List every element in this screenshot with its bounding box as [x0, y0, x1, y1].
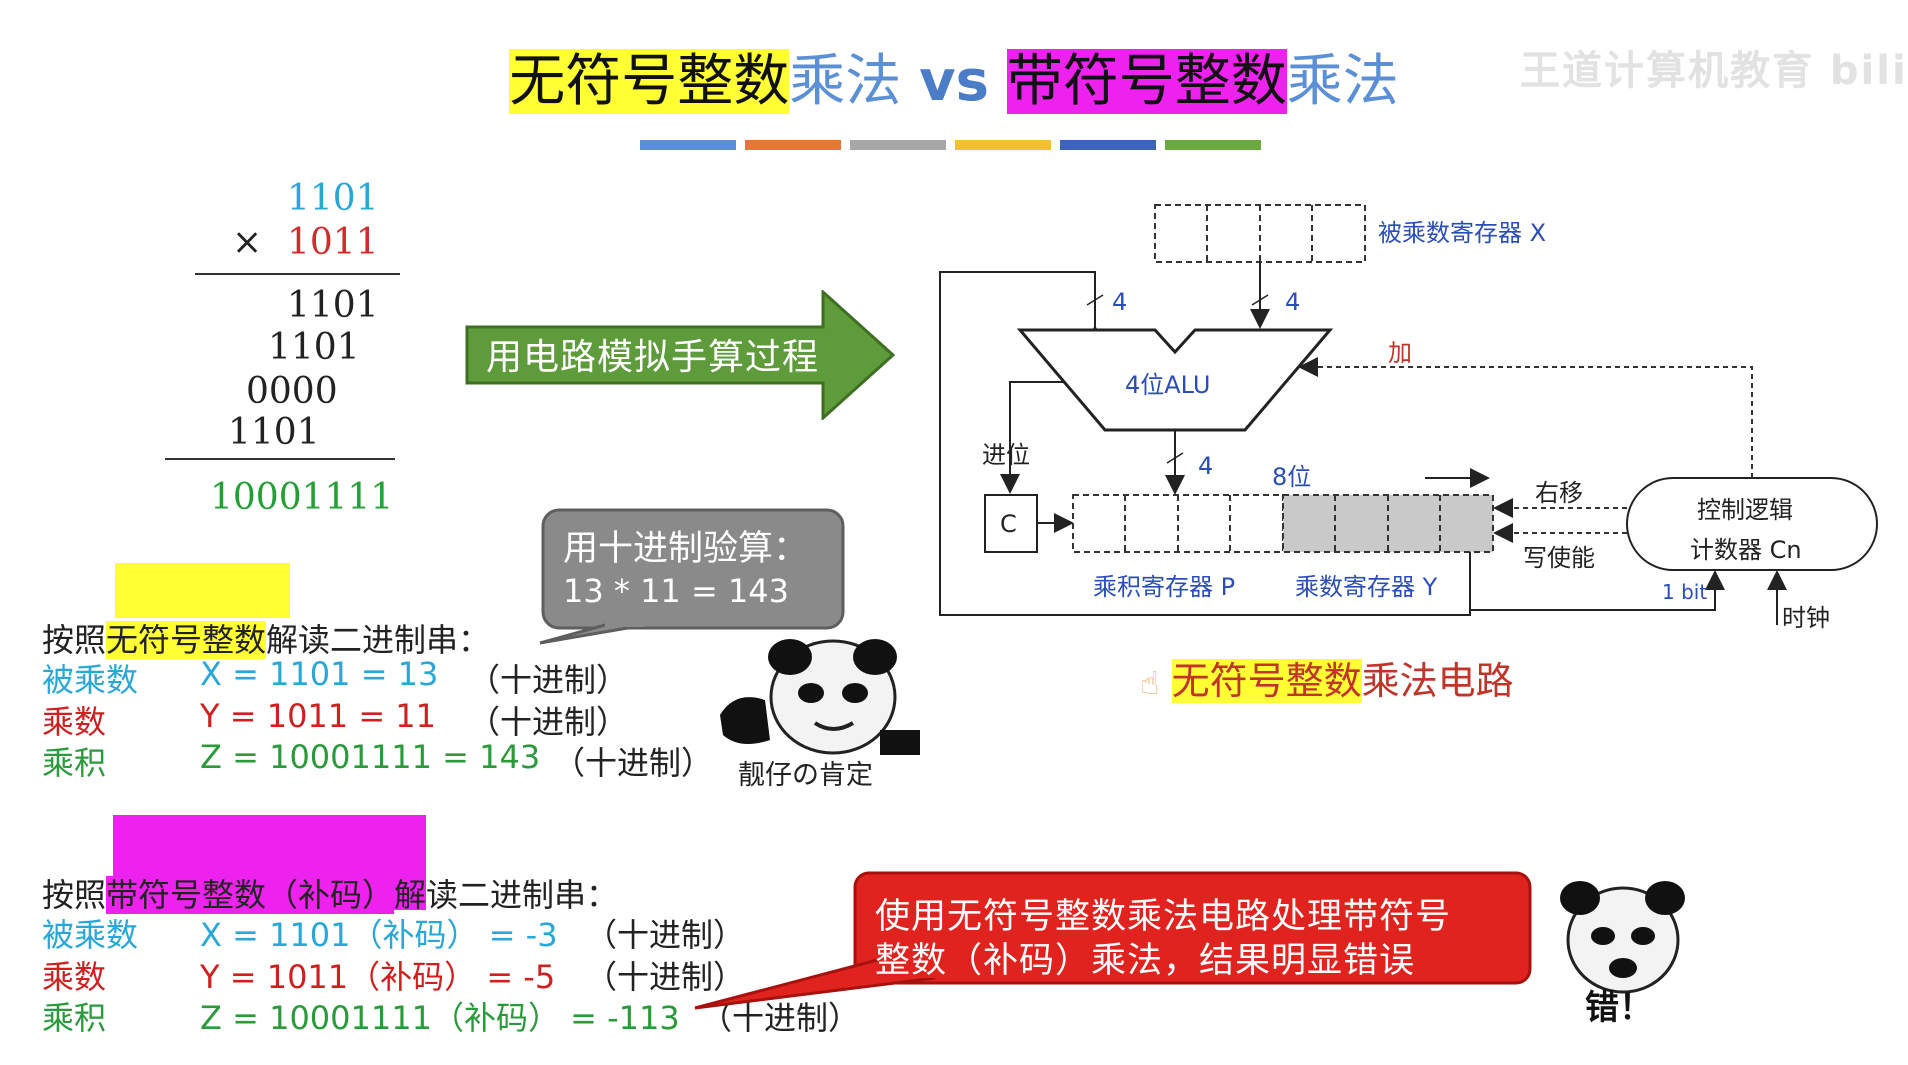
decimal-check-title: 用十进制验算： [563, 529, 809, 569]
title-mult-1: 乘法 [789, 49, 902, 114]
error-bubble-line1: 使用无符号整数乘法电路处理带符号 [875, 897, 1452, 937]
unsigned-label-product: 乘积 [42, 744, 107, 782]
register-p [1072, 494, 1284, 553]
partial-product: 1101 [228, 412, 320, 453]
color-segment [955, 140, 1051, 150]
circuit-caption: ☝ 无符号整数乘法电路 [1140, 650, 1514, 705]
label-shift-right: 右移 [1535, 479, 1583, 507]
register-y [1282, 494, 1494, 553]
title-mult-2: 乘法 [1286, 49, 1399, 114]
unsigned-label-multiplicand: 被乘数 [42, 661, 139, 699]
multiplicand: 1101 [287, 178, 379, 219]
label-register-x: 被乘数寄存器 X [1378, 219, 1547, 247]
color-segment [745, 140, 841, 150]
label-control-logic: 控制逻辑 [1697, 496, 1793, 524]
color-segment [850, 140, 946, 150]
signed-header: 按照带符号整数（补码）解读二进制串： [42, 870, 618, 916]
signed-label-product: 乘积 [42, 999, 107, 1037]
error-bubble [694, 871, 1532, 1010]
meme1-caption: 靓仔の肯定 [738, 760, 873, 791]
color-segment [640, 140, 736, 150]
label-width-3: 4 [1198, 452, 1214, 480]
label-width-2: 4 [1285, 288, 1301, 316]
signed-header-highlight: 带符号整数（补码） [106, 876, 395, 914]
signed-header-suffix: 解读二进制串： [394, 876, 619, 914]
panda-shout-meme [1560, 881, 1685, 994]
signed-note-multiplier: （十进制） [585, 958, 746, 996]
unsigned-expr-product: Z = 10001111 = 143 [200, 738, 541, 776]
color-bar [640, 140, 1261, 150]
signed-header-prefix: 按照 [42, 876, 107, 914]
label-write-enable: 写使能 [1523, 544, 1595, 572]
green-arrow-shape [465, 290, 895, 420]
unsigned-label-multiplier: 乘数 [42, 703, 107, 741]
error-bubble-line2: 整数（补码）乘法，结果明显错误 [875, 941, 1416, 981]
label-register-p: 乘积寄存器 P [1093, 573, 1236, 601]
label-one-bit: 1 bit [1662, 580, 1708, 604]
unsigned-header: 按照无符号整数解读二进制串： [42, 615, 490, 661]
partial-product: 1101 [268, 327, 360, 368]
label-carry-c: C [1000, 510, 1017, 538]
signed-label-multiplicand: 被乘数 [42, 916, 139, 954]
arrow-label: 用电路模拟手算过程 [486, 337, 820, 378]
unsigned-expr-multiplier: Y = 1011 = 11 [200, 697, 437, 735]
multiplier: 1011 [287, 222, 379, 263]
panda-thumbs-up-meme [720, 639, 920, 755]
unsigned-note-multiplier: （十进制） [468, 703, 629, 741]
times-sign: × [232, 222, 263, 263]
unsigned-note-multiplicand: （十进制） [468, 661, 629, 699]
unsigned-header-highlight: 无符号整数 [106, 621, 267, 659]
slide-title: 无符号整数乘法 vs 带符号整数乘法 [0, 36, 1908, 117]
title-unsigned: 无符号整数 [509, 49, 790, 114]
register-x [1154, 204, 1366, 263]
signed-expr-multiplicand: X = 1101（补码） = -3 [200, 916, 558, 954]
alu-shape [1016, 328, 1334, 432]
label-carry: 进位 [982, 441, 1030, 469]
circuit-caption-rest: 乘法电路 [1361, 659, 1514, 703]
decimal-check-bubble [539, 508, 845, 645]
label-add: 加 [1388, 339, 1412, 367]
label-width-1: 4 [1112, 288, 1128, 316]
unsigned-expr-multiplicand: X = 1101 = 13 [200, 655, 439, 693]
title-signed: 带符号整数 [1006, 49, 1287, 114]
signed-note-multiplicand: （十进制） [585, 916, 746, 954]
label-counter: 计数器 Cn [1690, 536, 1802, 564]
unsigned-header-prefix: 按照 [42, 621, 107, 659]
label-8bit: 8位 [1272, 463, 1312, 491]
color-segment [1060, 140, 1156, 150]
label-clock: 时钟 [1782, 604, 1830, 632]
signed-label-multiplier: 乘数 [42, 958, 107, 996]
pointing-hand-icon: ☝ [1140, 664, 1160, 702]
partial-product: 1101 [287, 285, 379, 326]
meme2-caption: 错！ [1585, 988, 1653, 1028]
label-register-y: 乘数寄存器 Y [1295, 573, 1438, 601]
watermark: 王道计算机教育 bili [1520, 48, 1908, 94]
partial-product: 0000 [246, 371, 338, 412]
calc-divider [195, 273, 400, 275]
title-vs: vs [919, 49, 989, 114]
calc-divider [165, 458, 395, 460]
signed-expr-product: Z = 10001111（补码） = -113 [200, 999, 680, 1037]
label-alu: 4位ALU [1125, 371, 1211, 399]
product-result: 10001111 [210, 477, 394, 518]
unsigned-highlight-box [115, 563, 290, 618]
unsigned-note-product: （十进制） [553, 744, 714, 782]
unsigned-header-suffix: 解读二进制串： [266, 621, 491, 659]
circuit-caption-highlight: 无符号整数 [1171, 659, 1362, 703]
decimal-check-equation: 13 * 11 = 143 [563, 572, 790, 610]
signed-expr-multiplier: Y = 1011（补码） = -5 [200, 958, 556, 996]
color-segment [1165, 140, 1261, 150]
